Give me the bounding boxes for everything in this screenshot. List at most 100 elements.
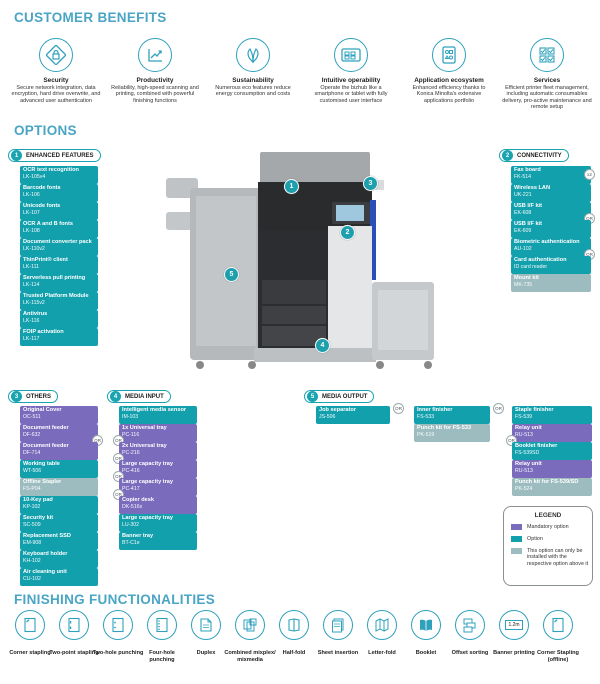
- benefit-security: Security Secure network integration, dat…: [11, 38, 101, 104]
- base-unit: [254, 348, 376, 362]
- or-badge: OR: [393, 403, 404, 414]
- legend-text: This option can only be installed with t…: [527, 548, 589, 567]
- legend-swatch-conditional: [511, 548, 522, 554]
- lcu-panel: [378, 290, 428, 350]
- mixed-media-icon: [235, 610, 265, 640]
- benefit-desc: Numerous eco features reduce energy cons…: [215, 85, 291, 98]
- finishing-corner-stapling: Corner stapling: [4, 610, 56, 657]
- tablet-panel-icon: [334, 38, 368, 72]
- others-header: 3 OTHERS: [8, 390, 59, 403]
- finishing-two-hole-punching: Two-hole punching: [92, 610, 144, 657]
- lock-shield-icon: [39, 38, 73, 72]
- touch-screen: [336, 205, 364, 221]
- callout-4: 4: [315, 338, 330, 353]
- legend-text: Option: [527, 536, 543, 542]
- half-fold-icon: [279, 610, 309, 640]
- media-output-header: 5 MEDIA OUTPUT: [304, 390, 375, 403]
- or-badge: OR: [493, 403, 504, 414]
- x2-badge: x2: [584, 169, 595, 180]
- lcu-wheel: [376, 361, 384, 369]
- corner-staple-icon: [15, 610, 45, 640]
- section-label: CONNECTIVITY: [517, 152, 562, 159]
- benefit-operability: Intuitive operability Operate the bizhub…: [306, 38, 396, 104]
- enhanced-features-header: 1 ENHANCED FEATURES: [8, 149, 101, 162]
- benefit-sustainability: Sustainability Numerous eco features red…: [208, 38, 298, 98]
- benefit-title: Application ecosystem: [414, 77, 484, 84]
- sheet-insertion-icon: [323, 610, 353, 640]
- section-label: OTHERS: [26, 393, 52, 400]
- or-badge: OR: [113, 435, 124, 446]
- section-number: 2: [502, 150, 513, 161]
- section-label: MEDIA INPUT: [125, 393, 164, 400]
- finishing-booklet: Booklet: [400, 610, 452, 657]
- benefit-title: Security: [43, 77, 69, 84]
- four-hole-punch-icon: [147, 610, 177, 640]
- benefit-desc: Reliability, high-speed scanning and pri…: [111, 85, 199, 104]
- letter-fold-icon: [367, 610, 397, 640]
- benefit-title: Productivity: [136, 77, 174, 84]
- benefit-desc: Secure network integration, data encrypt…: [11, 85, 101, 104]
- legend-swatch-mandatory: [511, 524, 522, 530]
- benefit-desc: Efficient printer fleet management, incl…: [502, 85, 592, 111]
- finishing-four-hole-punching: Four-hole punching: [136, 610, 188, 663]
- side-door: [328, 226, 372, 350]
- device-illustration: [166, 152, 434, 369]
- benefit-desc: Operate the bizhub like a smartphone or …: [314, 85, 388, 104]
- growth-chart-icon: [138, 38, 172, 72]
- section-number: 4: [110, 391, 121, 402]
- leaf-icon: [236, 38, 270, 72]
- benefit-productivity: Productivity Reliability, high-speed sca…: [110, 38, 200, 104]
- benefit-title: Intuitive operability: [321, 77, 381, 84]
- section-number: 3: [11, 391, 22, 402]
- connectivity-header: 2 CONNECTIVITY: [499, 149, 569, 162]
- legend-text: Mandatory option: [527, 524, 569, 530]
- callout-2: 2: [340, 225, 355, 240]
- two-point-staple-icon: [59, 610, 89, 640]
- finishing-letter-fold: Letter-fold: [356, 610, 408, 657]
- section-label: MEDIA OUTPUT: [322, 393, 368, 400]
- benefit-ecosystem: Application ecosystem Enhanced efficienc…: [404, 38, 494, 104]
- section-label: ENHANCED FEATURES: [26, 152, 94, 159]
- or-badge: OR: [113, 453, 124, 464]
- callout-3: 3: [363, 176, 378, 191]
- callout-1: 1: [284, 179, 299, 194]
- legend: LEGEND Mandatory option Option This opti…: [503, 506, 593, 586]
- paper-tray-2: [262, 306, 326, 324]
- options-title: OPTIONS: [14, 123, 77, 138]
- accent-strip: [370, 200, 376, 280]
